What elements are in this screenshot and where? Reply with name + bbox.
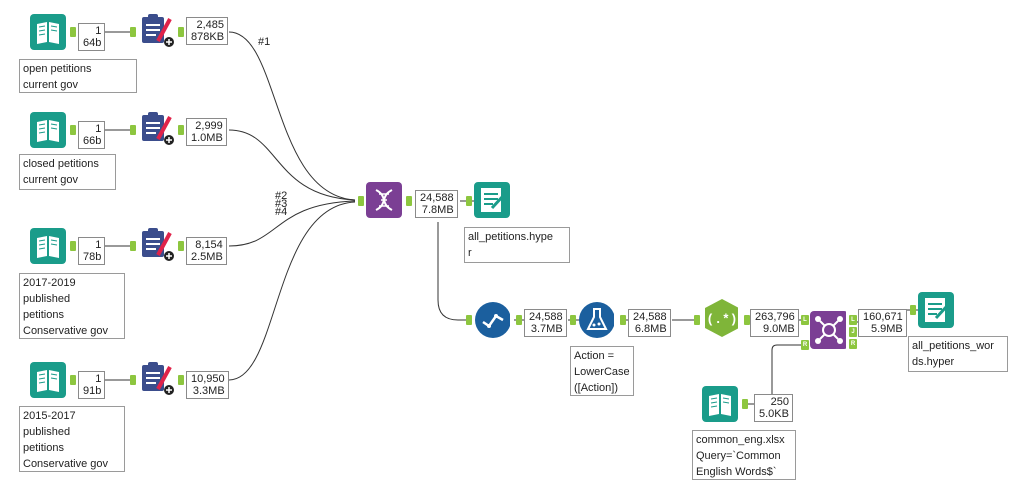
output-anchor[interactable] bbox=[744, 315, 750, 325]
input-data-tool-4[interactable] bbox=[30, 362, 66, 398]
dna-union-icon bbox=[366, 182, 402, 218]
join-right-input-anchor[interactable]: R bbox=[801, 340, 809, 350]
join-left-output-anchor[interactable]: L bbox=[849, 315, 857, 325]
tool-annotation: 2017-2019 published petitions Conservati… bbox=[19, 273, 125, 339]
book-input-icon bbox=[30, 112, 66, 148]
output-document-icon bbox=[918, 292, 954, 328]
output-anchor[interactable] bbox=[70, 27, 76, 37]
parse-clipboard-icon bbox=[142, 14, 174, 47]
tool-annotation: all_petitions.hype r bbox=[464, 227, 570, 263]
connection-label: #2 bbox=[275, 190, 288, 202]
output-anchor[interactable] bbox=[70, 125, 76, 135]
parse-clipboard-icon bbox=[142, 112, 174, 145]
input-anchor[interactable] bbox=[358, 196, 364, 206]
book-input-icon bbox=[30, 362, 66, 398]
input-anchor[interactable] bbox=[570, 315, 576, 325]
input-data-tool-2[interactable] bbox=[30, 112, 66, 148]
regex-hexagon-icon: (.*) bbox=[705, 299, 738, 337]
input-data-tool-1[interactable] bbox=[30, 14, 66, 50]
json-parse-tool-4[interactable] bbox=[138, 360, 174, 396]
input-anchor[interactable] bbox=[130, 125, 136, 135]
output-anchor[interactable] bbox=[742, 399, 748, 409]
output-anchor[interactable] bbox=[178, 125, 184, 135]
output-anchor[interactable] bbox=[178, 241, 184, 251]
output-anchor[interactable] bbox=[70, 375, 76, 385]
input-anchor[interactable] bbox=[130, 241, 136, 251]
connection-label: #4 bbox=[275, 206, 288, 218]
connection-label: #3 bbox=[275, 198, 288, 210]
json-parse-tool-2[interactable] bbox=[138, 110, 174, 146]
output-anchor[interactable] bbox=[70, 241, 76, 251]
tool-annotation: common_eng.xlsx Query=`Common English Wo… bbox=[692, 430, 796, 480]
join-tool[interactable] bbox=[810, 311, 846, 349]
tool-annotation: open petitions current gov bbox=[19, 59, 137, 93]
join-right-output-anchor[interactable]: R bbox=[849, 339, 857, 349]
input-anchor[interactable] bbox=[694, 315, 700, 325]
join-left-input-anchor[interactable]: L bbox=[801, 315, 809, 325]
input-anchor[interactable] bbox=[130, 375, 136, 385]
input-anchor[interactable] bbox=[130, 27, 136, 37]
svg-text:(.*): (.*) bbox=[706, 312, 737, 327]
book-input-icon bbox=[30, 14, 66, 50]
checkmark-filter-icon bbox=[475, 302, 510, 338]
union-tool[interactable] bbox=[366, 182, 402, 218]
parse-clipboard-icon bbox=[142, 228, 174, 261]
json-parse-tool-1[interactable] bbox=[138, 12, 174, 48]
tool-annotation: closed petitions current gov bbox=[19, 154, 116, 190]
input-data-tool-3[interactable] bbox=[30, 228, 66, 264]
tool-annotation: all_petitions_wor ds.hyper bbox=[908, 336, 1008, 372]
parse-clipboard-icon bbox=[142, 362, 174, 395]
regex-tool[interactable]: (.*) bbox=[702, 299, 738, 337]
input-anchor[interactable] bbox=[466, 196, 472, 206]
filter-tool[interactable] bbox=[474, 302, 510, 338]
output-data-tool-1[interactable] bbox=[474, 182, 510, 218]
output-anchor[interactable] bbox=[178, 375, 184, 385]
tool-annotation: Action = LowerCase ([Action]) bbox=[570, 346, 634, 396]
book-input-icon bbox=[30, 228, 66, 264]
output-anchor[interactable] bbox=[406, 196, 412, 206]
input-data-tool-common-eng[interactable] bbox=[702, 386, 738, 422]
input-anchor[interactable] bbox=[466, 315, 472, 325]
json-parse-tool-3[interactable] bbox=[138, 226, 174, 262]
connection-label: #1 bbox=[258, 36, 271, 48]
tool-annotation: 2015-2017 published petitions Conservati… bbox=[19, 406, 125, 472]
input-anchor[interactable] bbox=[910, 305, 916, 315]
output-anchor[interactable] bbox=[178, 27, 184, 37]
book-input-icon bbox=[702, 386, 738, 422]
output-anchor[interactable] bbox=[516, 315, 522, 325]
join-network-icon bbox=[810, 311, 846, 349]
output-document-icon bbox=[474, 182, 510, 218]
output-data-tool-2[interactable] bbox=[918, 292, 954, 328]
output-anchor[interactable] bbox=[620, 315, 626, 325]
flask-formula-icon bbox=[579, 302, 614, 338]
join-inner-output-anchor[interactable]: J bbox=[849, 327, 857, 337]
formula-tool[interactable] bbox=[578, 302, 614, 338]
